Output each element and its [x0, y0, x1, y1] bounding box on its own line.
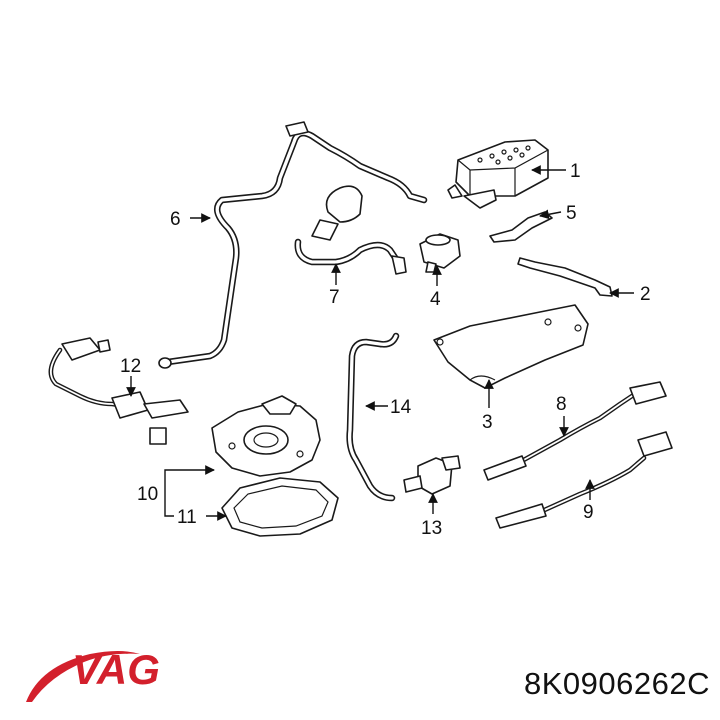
callout-numbers: 1 2 3 4 5 6 7 8 9 10 11 12 13 14	[120, 161, 651, 539]
callout-7: 7	[329, 287, 340, 308]
fuel-vapor-line	[158, 121, 428, 369]
callout-4: 4	[430, 289, 441, 310]
callout-14: 14	[390, 397, 412, 418]
bracket-long	[517, 257, 613, 297]
charcoal-canister	[447, 139, 549, 209]
pump-assembly	[211, 395, 321, 477]
callout-13: 13	[421, 518, 442, 539]
callout-11: 11	[177, 507, 197, 528]
callout-1: 1	[570, 161, 581, 182]
solenoid-valve	[403, 455, 461, 495]
leader-lines	[126, 165, 634, 521]
heat-shield	[433, 304, 589, 389]
callout-10: 10	[137, 484, 158, 505]
callout-2: 2	[640, 284, 651, 305]
vacuum-tube	[346, 332, 400, 502]
callout-3: 3	[482, 412, 493, 433]
callout-5: 5	[566, 203, 577, 224]
bracket-small	[489, 211, 553, 243]
purge-valve	[419, 233, 461, 273]
brand-name: VAG	[72, 646, 160, 693]
callout-12: 12	[120, 356, 141, 377]
gasket	[221, 477, 339, 537]
oxygen-sensor-lower	[495, 431, 673, 529]
part-number: 8K0906262C	[524, 666, 710, 701]
sensor-harness	[48, 337, 189, 445]
vent-hose	[294, 185, 407, 275]
brand-logo: VAG	[26, 646, 160, 702]
logo-swoosh	[26, 651, 140, 702]
callout-9: 9	[583, 502, 594, 523]
callout-8: 8	[556, 394, 567, 415]
callout-6: 6	[170, 209, 181, 230]
oxygen-sensor-upper	[483, 381, 667, 481]
